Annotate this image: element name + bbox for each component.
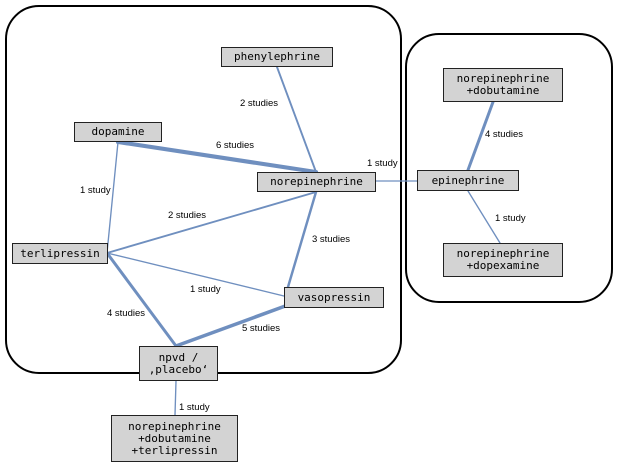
edge-epinephrine-ne_dopexamine [467, 190, 501, 244]
node-label-line: epinephrine [431, 173, 505, 187]
right-group-frame [405, 33, 613, 303]
node-label-line: ‚placebo‘ [148, 362, 209, 376]
edge-label-terlipressin-vasopressin: 1 study [190, 284, 221, 295]
node-label-line: norepinephrine [270, 175, 363, 188]
node-vasopressin: vasopressin [284, 287, 384, 308]
node-label-line: dopamine [91, 125, 145, 138]
node-label-line: terlipressin [20, 246, 100, 260]
node-label-line: phenylephrine [233, 50, 321, 63]
node-terlipressin: terlipressin [12, 243, 108, 264]
edge-label-vasopressin-npvd: 5 studies [242, 323, 280, 334]
edge-phenylephrine-norepinephrine [276, 66, 317, 173]
edge-terlipressin-npvd [105, 251, 178, 348]
node-npvd-placebo: npvd /‚placebo‘ [139, 346, 218, 381]
node-epinephrine: epinephrine [417, 170, 519, 191]
edge-norepinephrine-vasopressin [286, 190, 318, 289]
node-label-line: +dopexamine [466, 259, 540, 272]
node-phenylephrine: phenylephrine [221, 47, 333, 67]
edge-label-terlipressin-npvd: 4 studies [107, 308, 145, 319]
node-label-line: vasopressin [297, 290, 371, 304]
edge-label-phenylephrine-norepinephrine: 2 studies [240, 98, 278, 109]
node-label-line: norepinephrine [128, 419, 221, 433]
edge-vasopressin-npvd [174, 303, 290, 348]
edge-label-ne_dobutamine-epinephrine: 4 studies [485, 129, 523, 140]
edge-dopamine-terlipressin [106, 141, 119, 254]
edge-dopamine-norepinephrine [115, 139, 319, 175]
node-label-line: +terlipressin [131, 443, 218, 457]
edge-label-terlipressin-norepinephrine: 2 studies [168, 210, 206, 221]
edge-label-epinephrine-ne_dopexamine: 1 study [495, 213, 526, 224]
node-norepinephrine-dobutamine: norepinephrine+dobutamine [443, 68, 563, 102]
edge-label-dopamine-terlipressin: 1 study [80, 185, 111, 196]
node-label-line: +dobutamine [138, 431, 211, 445]
node-norepinephrine-dopexamine: norepinephrine+dopexamine [443, 243, 563, 277]
edge-terlipressin-norepinephrine [106, 191, 317, 254]
node-label-line: +dobutamine [466, 84, 540, 97]
edge-npvd-ne_dobutamine_terlipressin [174, 380, 177, 416]
edge-label-dopamine-norepinephrine: 6 studies [216, 140, 254, 151]
node-norepinephrine-dobutamine-terlipressin: norepinephrine+dobutamine+terlipressin [111, 415, 238, 462]
node-dopamine: dopamine [74, 122, 162, 142]
node-norepinephrine: norepinephrine [257, 172, 376, 192]
edge-ne_dobutamine-epinephrine [466, 100, 495, 172]
edge-label-npvd-ne_dobutamine_terlipressin: 1 study [179, 402, 210, 413]
node-label-line: norepinephrine [456, 247, 550, 260]
edge-label-norepinephrine-epinephrine: 1 study [367, 158, 398, 169]
edge-terlipressin-vasopressin [106, 252, 289, 298]
node-label-line: npvd / [158, 350, 199, 364]
edge-label-norepinephrine-vasopressin: 3 studies [312, 234, 350, 245]
node-label-line: norepinephrine [456, 72, 550, 85]
